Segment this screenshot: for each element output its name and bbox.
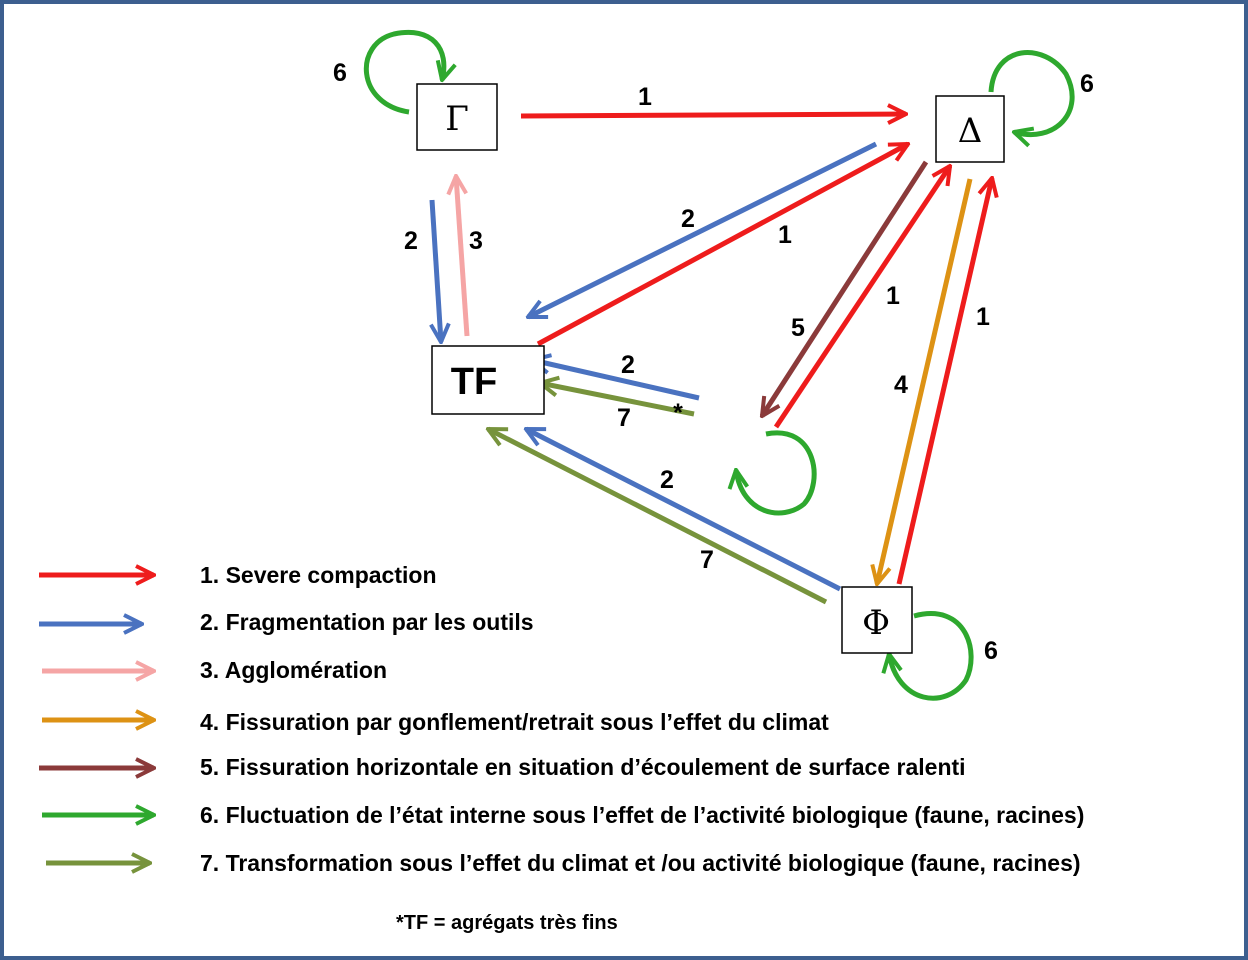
arrow-gamma-to-tf — [432, 199, 441, 342]
edge-label-delta-phi: 4 — [894, 371, 908, 399]
arrow-delta-to-loop-region — [762, 160, 929, 416]
loop-arrow-delta — [988, 50, 1075, 135]
state-tf-label: TF — [451, 361, 497, 403]
arrow-delta-to-tf — [528, 141, 878, 320]
edge-label-delta-tf: 2 — [681, 205, 695, 233]
edge-label-phi-delta: 1 — [976, 303, 990, 331]
edge-label-tf-gamma: 3 — [469, 227, 483, 255]
loop-arrow-fissure-region — [736, 430, 817, 516]
legend-label-4: 4. Fissuration par gonflement/retrait so… — [200, 709, 829, 735]
state-tf: TF — [431, 345, 545, 415]
arrow-tf-to-gamma — [456, 176, 470, 337]
arrow-loop-region-to-delta — [773, 166, 950, 429]
arrow-phi-to-tf-olive — [488, 426, 828, 605]
star-marker: * — [673, 399, 683, 427]
edge-label-gamma-delta: 1 — [638, 83, 652, 111]
arrow-phi-to-delta — [896, 178, 992, 585]
transition-diagram: Γ Δ TF Φ 6 6 6 1 2 3 2 1 1 5 1 4 2 7 * 2… — [39, 30, 1094, 934]
edge-label-tf-delta: 1 — [778, 221, 792, 249]
edge-label-delta-loop: 6 — [1080, 70, 1094, 98]
legend-label-6: 6. Fluctuation de l’état interne sous l’… — [200, 802, 1084, 828]
edge-label-phi-loop: 6 — [984, 637, 998, 665]
edge-label-loop-region-delta: 1 — [886, 282, 900, 310]
footnote: *TF = agrégats très fins — [396, 912, 618, 934]
arrow-gamma-to-delta — [520, 114, 906, 116]
state-delta-label: Δ — [958, 111, 983, 151]
arrow-tf-to-delta — [536, 141, 908, 347]
state-delta: Δ — [935, 95, 1005, 163]
edge-label-star-tf-olive: 7 — [617, 404, 631, 432]
loop-arrow-phi — [889, 611, 974, 701]
arrow-delta-to-phi — [877, 178, 973, 584]
legend-label-3: 3. Agglomération — [200, 657, 387, 683]
loop-arrow-gamma — [363, 30, 444, 115]
state-gamma: Γ — [416, 83, 498, 151]
legend-label-1: 1. Severe compaction — [200, 562, 437, 588]
state-phi-label: Φ — [862, 603, 890, 643]
arrow-phi-to-tf-blue — [526, 426, 842, 592]
edge-label-phi-tf-blue: 2 — [660, 466, 674, 494]
arrow-star-to-tf-olive — [540, 383, 695, 417]
state-gamma-label: Γ — [445, 99, 469, 139]
edge-label-gamma-tf: 2 — [404, 227, 418, 255]
arrow-star-to-tf-blue — [532, 360, 700, 401]
edge-label-delta-loop-region: 5 — [791, 314, 805, 342]
edge-label-phi-tf-olive: 7 — [700, 546, 714, 574]
state-phi: Φ — [841, 586, 913, 654]
legend: 1. Severe compaction 2. Fragmentation pa… — [39, 562, 1084, 876]
legend-label-5: 5. Fissuration horizontale en situation … — [200, 754, 966, 780]
edge-label-gamma-loop: 6 — [333, 59, 347, 87]
edge-label-star-tf-blue: 2 — [621, 351, 635, 379]
legend-label-7: 7. Transformation sous l’effet du climat… — [200, 850, 1081, 876]
legend-label-2: 2. Fragmentation par les outils — [200, 609, 534, 635]
